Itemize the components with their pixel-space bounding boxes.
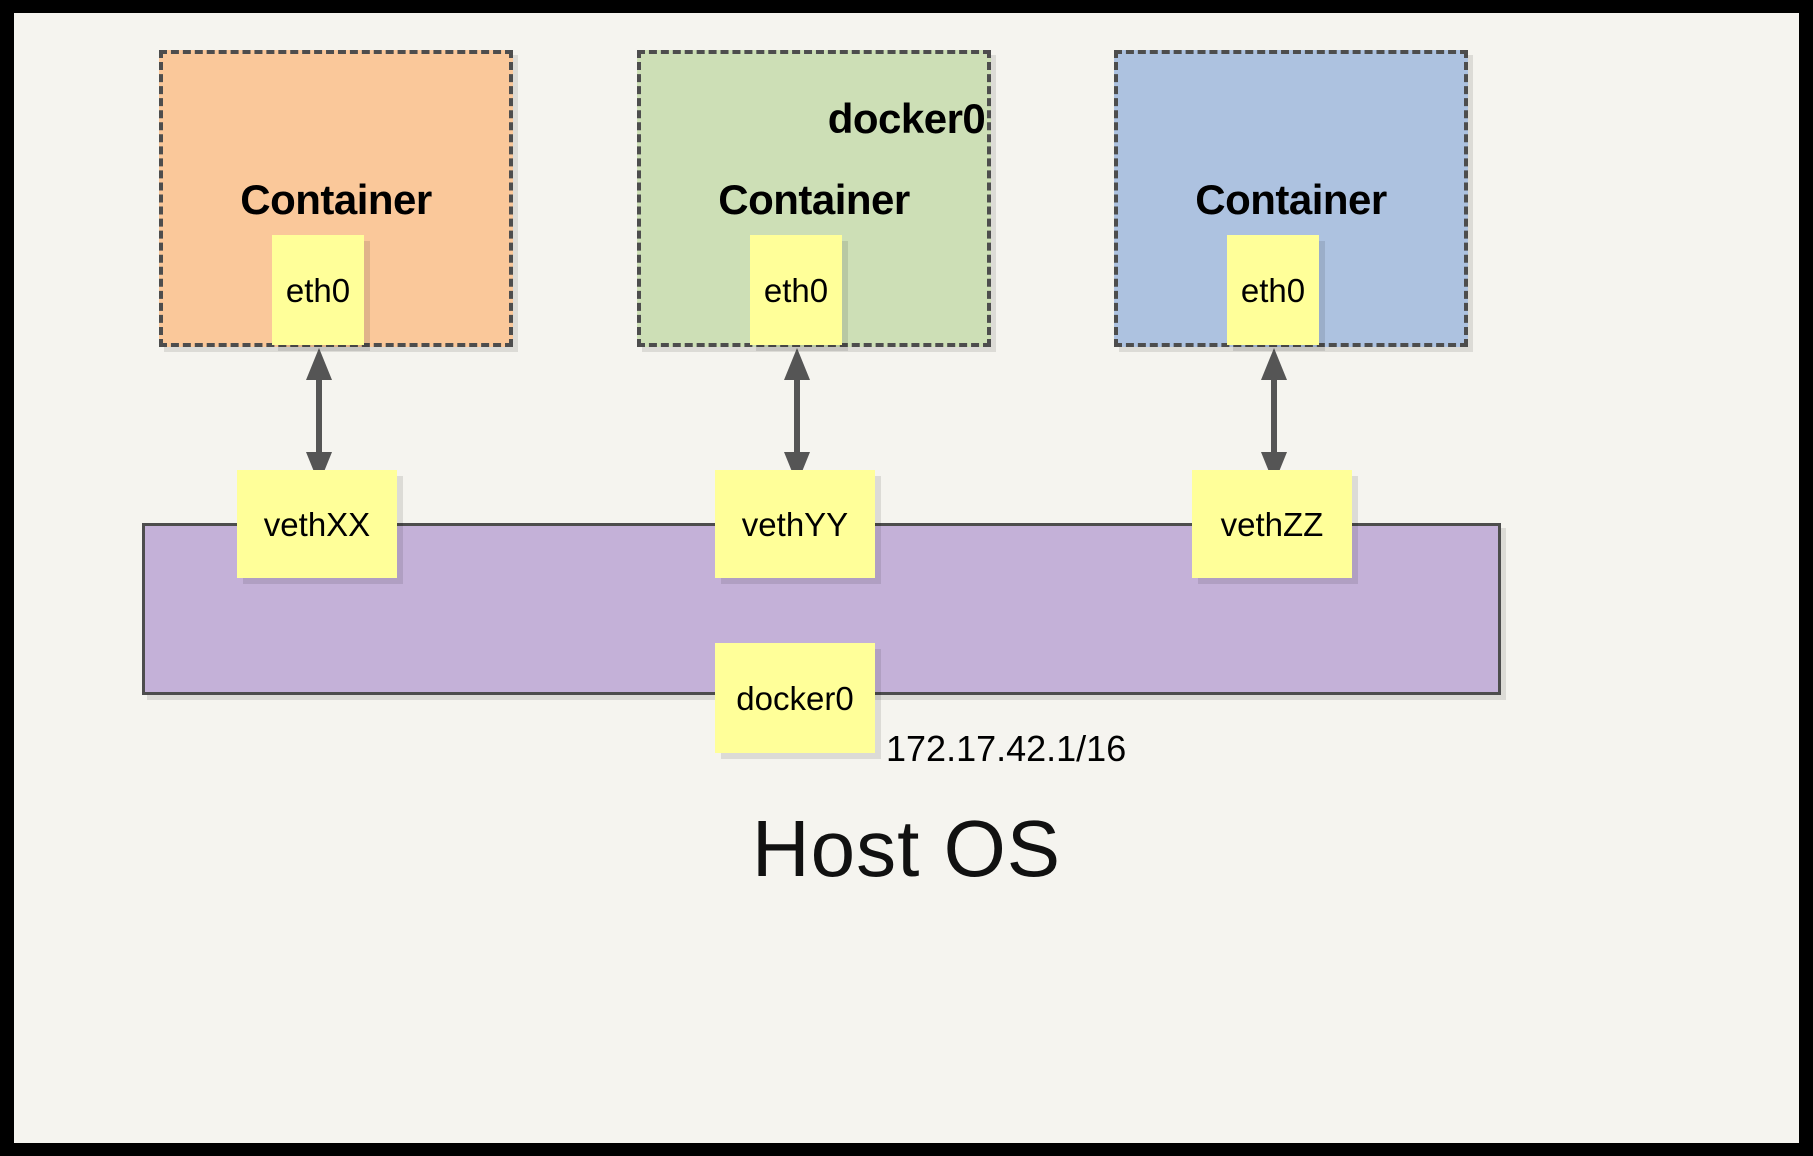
veth-box-3: vethZZ	[1192, 470, 1352, 578]
eth0-box-3: eth0	[1227, 235, 1319, 345]
eth0-box-1: eth0	[272, 235, 364, 345]
container-label-3: Container	[1195, 176, 1387, 223]
docker0-bridge-label: docker0	[827, 95, 986, 142]
eth0-box-2: eth0	[750, 235, 842, 345]
veth-link-arrow-1	[306, 348, 332, 484]
veth-box-1: vethXX	[237, 470, 397, 578]
host-os-label: Host OS	[751, 804, 1062, 893]
veth-link-arrow-2	[784, 348, 810, 484]
container-label-2: Container	[718, 176, 910, 223]
container-label-1: Container	[240, 176, 432, 223]
docker0-ip-address: 172.17.42.1/16	[886, 728, 1127, 769]
diagram-canvas: Container Container Container eth0 eth0 …	[14, 13, 1799, 1143]
veth-box-2: vethYY	[715, 470, 875, 578]
veth-link-arrow-3	[1261, 348, 1287, 484]
docker0-interface-box: docker0	[715, 643, 875, 753]
